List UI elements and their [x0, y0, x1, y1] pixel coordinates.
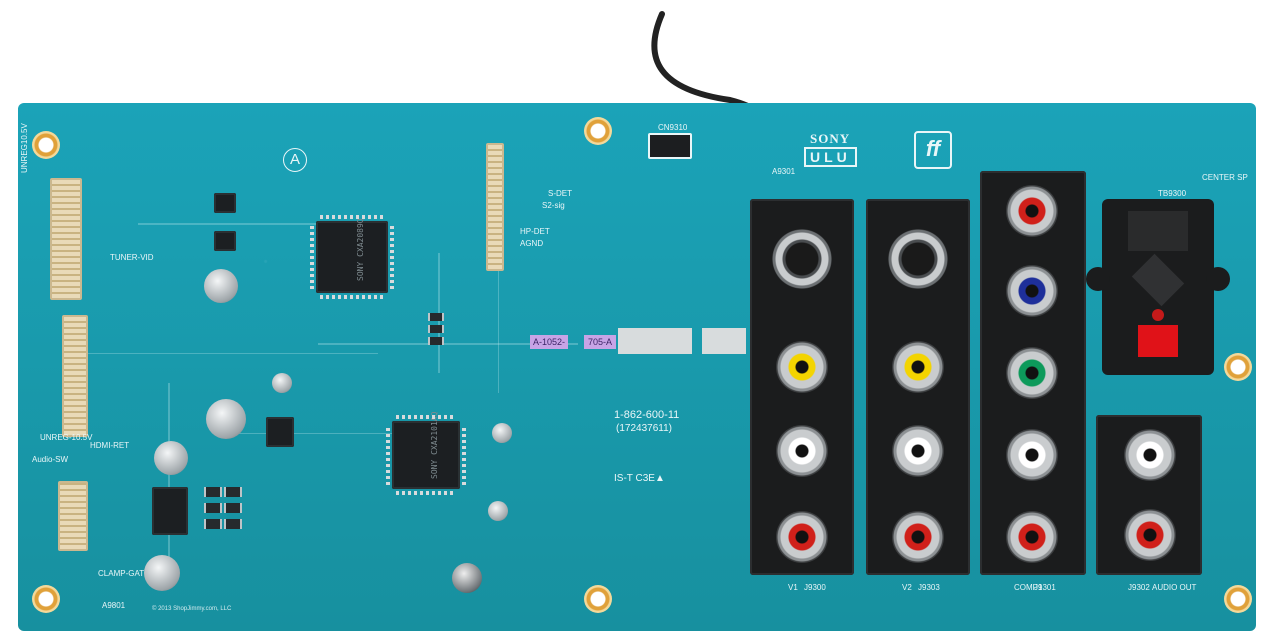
rca-white-v2: [892, 425, 944, 477]
svideo-jack-v1: [772, 229, 832, 289]
label-j9301: J9301: [1034, 583, 1056, 592]
mount-hole: [1224, 585, 1252, 613]
capacitor: [272, 373, 292, 393]
label-v1: V1: [788, 583, 798, 592]
brand-sony: SONY: [810, 131, 851, 146]
rca-red-v2: [892, 511, 944, 563]
label-agnd: AGND: [520, 239, 544, 248]
red-terminal[interactable]: [1138, 325, 1178, 357]
mount-hole: [584, 585, 612, 613]
label-v2: V2: [902, 583, 912, 592]
connector-cn9310: [648, 133, 692, 159]
label-a9301: A9301: [772, 167, 796, 176]
cert-mark: IS-T C3E▲: [614, 473, 665, 484]
label-tuner: TUNER-VID: [110, 253, 154, 262]
board-number: 1-862-600-11: [614, 409, 680, 421]
rca-white-v1: [776, 425, 828, 477]
label-cn9310: CN9310: [658, 123, 688, 132]
rca-yellow-v2: [892, 341, 944, 393]
jack-block-v1: [750, 199, 854, 575]
capacitor: [204, 269, 238, 303]
rca-blue-comp: [1006, 265, 1058, 317]
jack-block-audio-out: [1096, 415, 1202, 575]
label-tb9300: TB9300: [1158, 189, 1187, 198]
brand-ulu: ULU: [804, 147, 857, 167]
rca-white-audio-out: [1124, 429, 1176, 481]
capacitor: [144, 555, 180, 591]
label-hpdet: HP-DET: [520, 227, 550, 236]
mount-hole: [1224, 353, 1252, 381]
mount-hole: [32, 131, 60, 159]
ic-cxa2101aq: SONY CXA2101AQ: [392, 412, 460, 489]
label-j9302: J9302: [1128, 583, 1150, 592]
jack-block-v2: [866, 199, 970, 575]
mount-hole: [584, 117, 612, 145]
jack-block-comp1: [980, 171, 1086, 575]
label-hdmi: HDMI-RET: [90, 441, 130, 450]
rca-green-comp: [1006, 347, 1058, 399]
capacitor: [492, 423, 512, 443]
rca-white-comp: [1006, 429, 1058, 481]
rca-red-audio-out: [1124, 509, 1176, 561]
rca-red-v1: [776, 511, 828, 563]
label-s2sig: S2-sig: [542, 201, 565, 210]
connector-left-bot: [58, 481, 88, 551]
center-speaker-terminal: [1086, 199, 1230, 375]
label-blank: [618, 328, 692, 354]
label-blank-2: [702, 328, 746, 354]
label-audio: Audio-SW: [32, 455, 69, 464]
mount-hole: [32, 585, 60, 613]
label-center-sp: CENTER SP: [1202, 173, 1248, 182]
rca-red-comp-top: [1006, 185, 1058, 237]
label-sdet: S-DET: [548, 189, 572, 198]
capacitor: [154, 441, 188, 475]
label-j9303: J9303: [918, 583, 940, 592]
label-clamp: CLAMP-GATE: [98, 569, 150, 578]
part-number-prefix: A-1052-: [530, 335, 569, 349]
part-number-suffix: 705-A: [584, 335, 617, 349]
connector-left-mid: [62, 315, 88, 437]
label-audio-out: AUDIO OUT: [1152, 583, 1197, 592]
pcb-board: A UNREG10.5V TUNER-VID UNREG-10.5V Audio…: [18, 103, 1256, 631]
rca-yellow-v1: [776, 341, 828, 393]
label-unreg: UNREG10.5V: [20, 123, 29, 173]
label-unreg2: UNREG-10.5V: [40, 433, 93, 442]
capacitor: [452, 563, 482, 593]
circle-mark: A: [283, 148, 307, 172]
connector-left-top: [50, 178, 82, 300]
label-comp1: COMP1: [1014, 583, 1043, 592]
capacitor: [206, 399, 246, 439]
label-j9300: J9300: [804, 583, 826, 592]
capacitor: [488, 501, 508, 521]
board-code: (172437611): [616, 423, 672, 434]
rca-red-comp: [1006, 511, 1058, 563]
label-a9801: A9801: [102, 601, 126, 610]
ic-cxa2089q: SONY CXA2089Q: [316, 218, 388, 293]
svideo-jack-v2: [888, 229, 948, 289]
connector-top-mid: [486, 143, 504, 271]
ff-logo: ff: [914, 131, 952, 169]
copyright: © 2013 ShopJimmy.com, LLC: [152, 606, 232, 612]
